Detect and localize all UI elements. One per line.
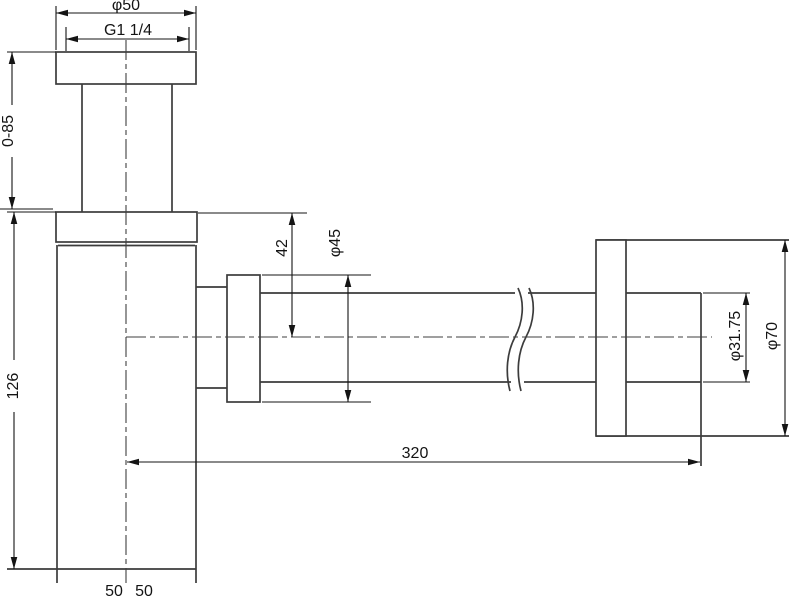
center-lines bbox=[125, 40, 712, 583]
trap-body bbox=[7, 245, 197, 583]
dim-cap-diameter: φ50 bbox=[55, 0, 197, 50]
dim-thread-size: G1 1/4 bbox=[65, 22, 190, 51]
label-thread-size: G1 1/4 bbox=[104, 22, 152, 39]
label-wall-cup-diameter: φ70 bbox=[764, 322, 781, 350]
dim-pipe-length: 320 bbox=[127, 445, 700, 466]
outlet-stub bbox=[196, 286, 227, 389]
dim-body-height: 126 bbox=[5, 211, 56, 569]
dim-base-widths: 50 50 bbox=[105, 583, 153, 597]
pipe-break-symbol bbox=[506, 287, 535, 392]
dim-nut-diameter: φ45 bbox=[262, 229, 371, 403]
label-cap-diameter: φ50 bbox=[112, 0, 140, 14]
label-adjustable-height: 0-85 bbox=[0, 115, 17, 147]
label-base-right-width: 50 bbox=[135, 583, 153, 597]
dim-wall-cup-diameter: φ70 bbox=[764, 240, 789, 436]
wall-cup bbox=[595, 239, 789, 437]
label-pipe-length: 320 bbox=[402, 445, 429, 462]
dim-adjustable-height: 0-85 bbox=[0, 51, 56, 210]
threaded-tube bbox=[81, 84, 173, 212]
compression-nut bbox=[226, 274, 261, 403]
label-body-height: 126 bbox=[5, 373, 22, 400]
wall-flange-plate bbox=[595, 239, 627, 437]
waste-pipe bbox=[260, 292, 702, 466]
label-nut-diameter: φ45 bbox=[327, 229, 344, 257]
label-base-left-width: 50 bbox=[105, 583, 123, 597]
dim-pipe-diameter: φ31.75 bbox=[703, 292, 750, 383]
label-outlet-drop: 42 bbox=[274, 239, 291, 257]
label-pipe-diameter: φ31.75 bbox=[727, 311, 744, 362]
